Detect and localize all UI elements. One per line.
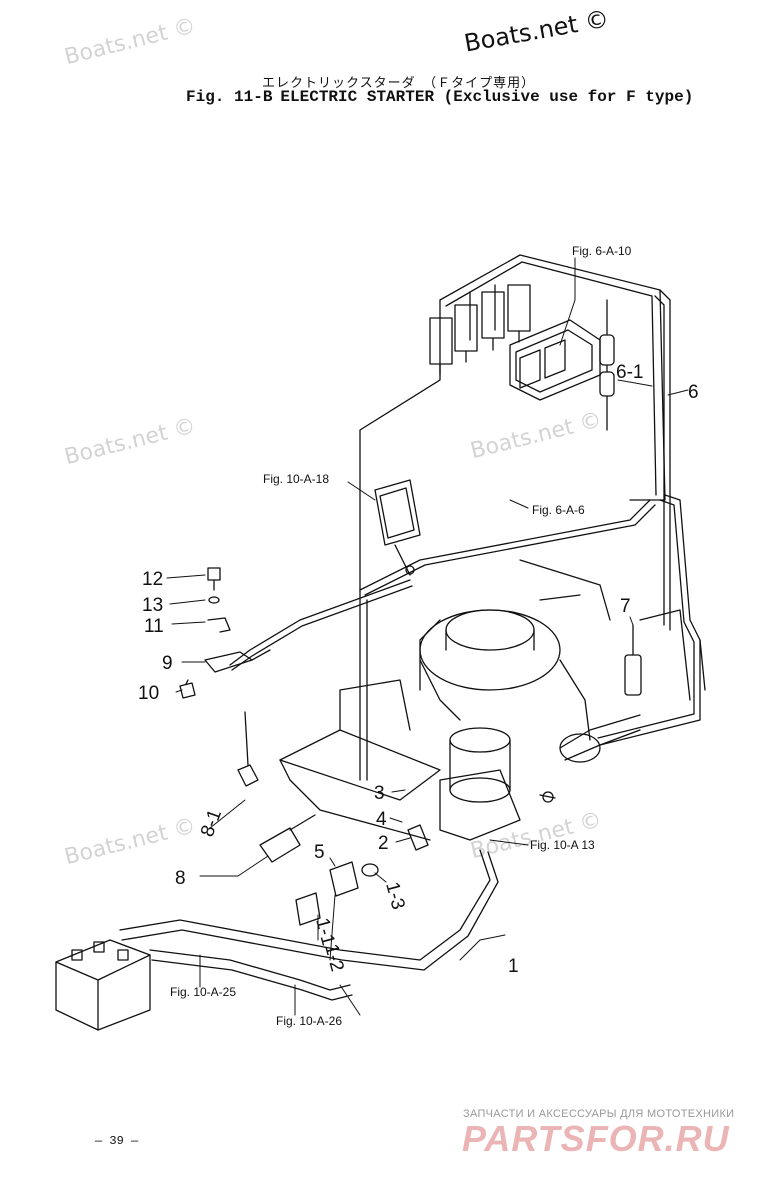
part-number-11: 11 <box>144 616 164 637</box>
lower-bracket <box>279 679 441 841</box>
part-number-9: 9 <box>162 653 173 674</box>
part-number-12: 12 <box>142 569 163 590</box>
wire-harness <box>229 289 706 781</box>
fuse-holder <box>599 299 615 431</box>
brand-logo-text: PARTSFOR.RU <box>462 1118 730 1159</box>
regulator-unit <box>509 319 601 401</box>
battery <box>55 939 151 1031</box>
part-8-sensor <box>237 711 316 863</box>
part-number-5: 5 <box>314 842 325 863</box>
callout-fig-10-a-13: Fig. 10-A 13 <box>530 838 595 852</box>
connector-blocks <box>429 284 531 376</box>
part-number-8: 8 <box>175 868 186 889</box>
page-number: — 39 — <box>95 1134 139 1148</box>
battery-cables <box>119 849 499 1001</box>
part-number-6: 6 <box>688 382 699 403</box>
page-title: Fig. 11-B ELECTRIC STARTER (Exclusive use… <box>186 88 701 106</box>
flywheel-housing <box>419 559 611 803</box>
title-text: ELECTRIC STARTER (Exclusive use for F ty… <box>280 88 694 106</box>
part-number-10: 10 <box>138 683 159 704</box>
relay-component <box>374 479 421 576</box>
engine-block <box>359 254 666 591</box>
callout-fig-6-a-10: Fig. 6-A-10 <box>572 244 632 258</box>
callout-fig-10-a-25: Fig. 10-A-25 <box>170 985 236 999</box>
japanese-title: エレクトリックスターダ （Ｆタイプ専用） <box>262 76 536 91</box>
part-number-7: 7 <box>620 596 631 617</box>
part-number-6-1: 6-1 <box>616 362 643 383</box>
part-number-3: 3 <box>374 783 385 804</box>
leader-lines <box>166 257 689 1016</box>
cable-terminals <box>295 824 429 926</box>
callout-fig-10-a-26: Fig. 10-A-26 <box>276 1014 342 1028</box>
part-number-2: 2 <box>378 833 389 854</box>
parts-cluster-left <box>179 567 271 699</box>
fig-label: Fig. 11-B <box>186 88 273 106</box>
part-number-1-2: 1-2 <box>320 942 347 974</box>
part-number-13: 13 <box>142 595 163 616</box>
callout-fig-10-a-18: Fig. 10-A-18 <box>263 472 329 486</box>
part-7-connector <box>624 624 642 696</box>
part-number-1-3: 1-3 <box>381 880 408 912</box>
part-number-1: 1 <box>508 956 519 977</box>
callout-fig-6-a-6: Fig. 6-A-6 <box>532 503 585 517</box>
part-number-4: 4 <box>376 809 387 830</box>
starter-motor <box>439 714 641 841</box>
brand-tagline: ЗАПЧАСТИ И АКСЕССУАРЫ ДЛЯ МОТОТЕХНИКИ <box>463 1108 735 1120</box>
part-number-8-1: 8-1 <box>197 807 226 840</box>
